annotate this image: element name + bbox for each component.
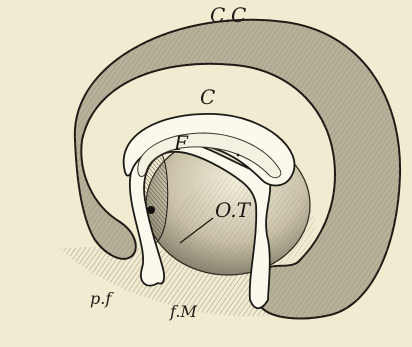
label-fm: f.M — [169, 302, 197, 321]
label-ot: O.T — [215, 198, 252, 222]
label-pf: p.f — [90, 289, 114, 308]
sphere-shadow-hatch — [175, 175, 315, 275]
label-cc: C.C — [210, 3, 246, 27]
label-c: C — [200, 85, 215, 109]
f-band-dot — [237, 154, 240, 157]
label-f: F — [173, 131, 189, 155]
